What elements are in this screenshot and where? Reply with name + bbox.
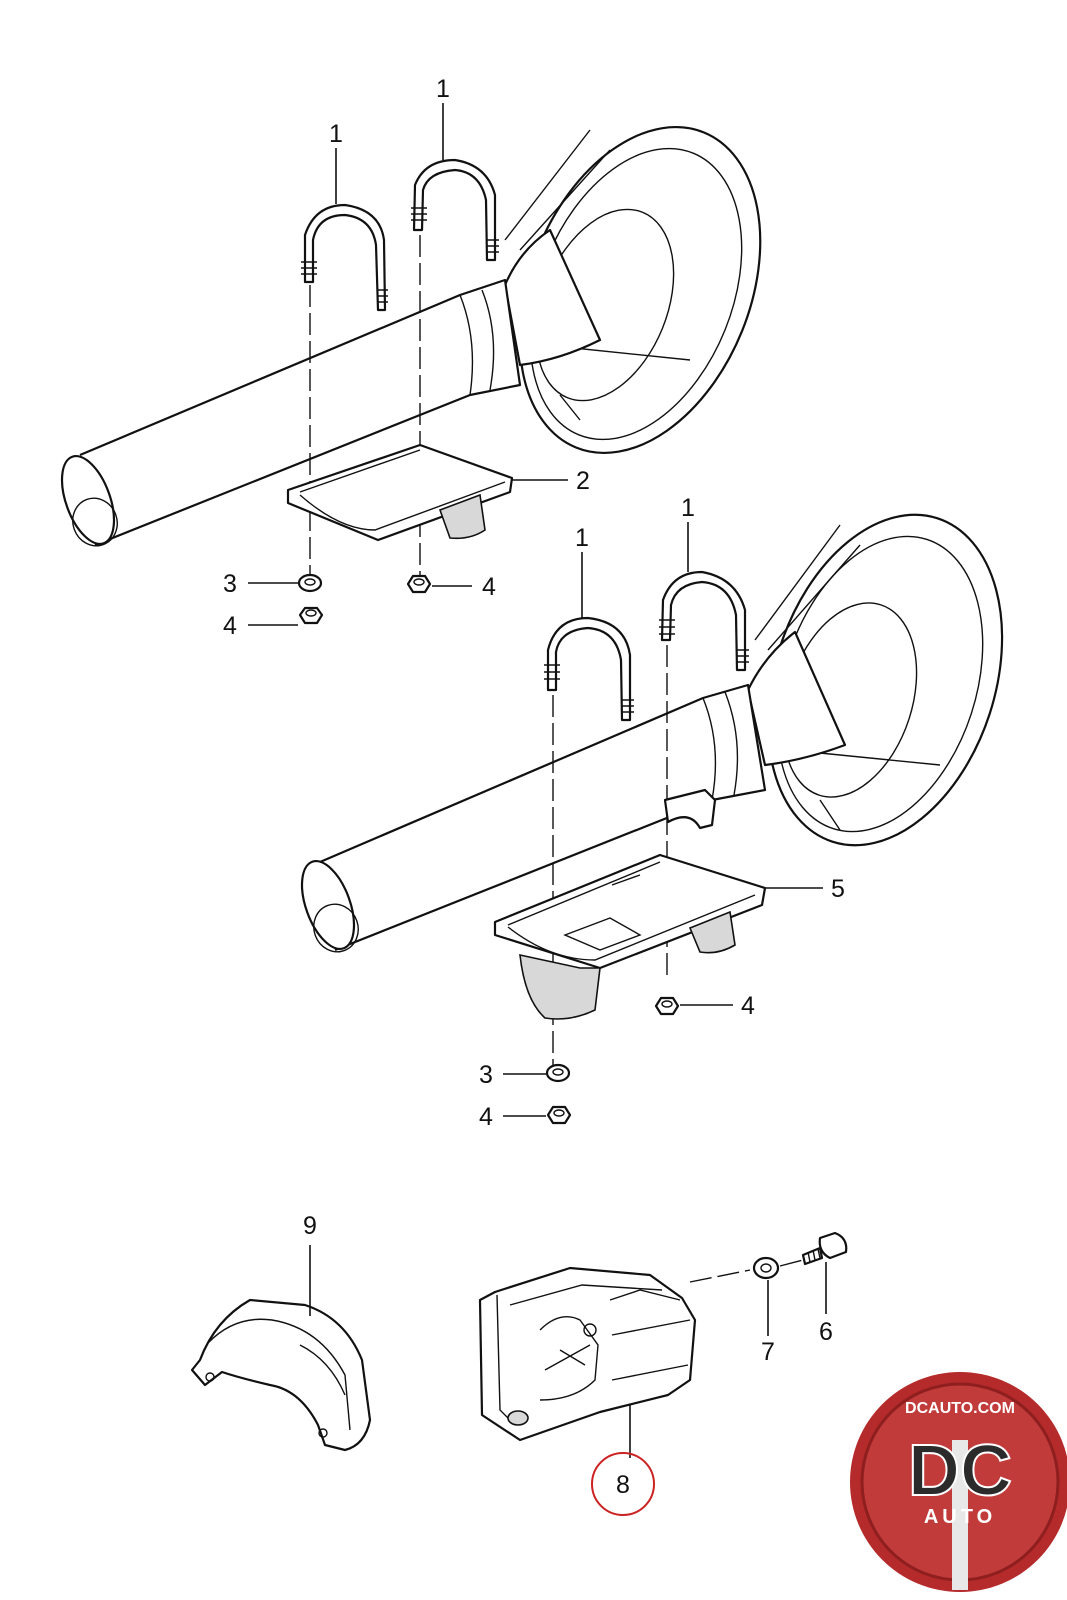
callout-c-bolt: 6 — [819, 1318, 833, 1346]
callout-a-ubolt-right: 1 — [436, 75, 450, 103]
callout-b-nut-right: 4 — [741, 992, 755, 1020]
nut-b-lower — [546, 1105, 572, 1125]
axle-tube-a — [60, 278, 522, 547]
nut-a-lower — [298, 606, 324, 625]
u-bolt-a-left — [301, 203, 388, 312]
mount-bracket-b — [493, 853, 767, 1020]
callout-c-washer: 7 — [761, 1338, 775, 1366]
mount-bracket-a — [286, 443, 514, 542]
callout-c-housing: 8 — [616, 1471, 630, 1499]
guide-line — [779, 1259, 804, 1267]
washer-a — [297, 573, 323, 593]
nut-a-right — [406, 574, 432, 594]
callout-a-bracket: 2 — [576, 467, 590, 495]
highlight-circle — [591, 1452, 655, 1516]
assembly-c: 9 8 7 6 — [190, 1212, 848, 1516]
logo-mark-text: DC — [908, 1431, 1012, 1511]
logo-site-text: DCAUTO.COM — [905, 1400, 1015, 1417]
callout-b-washer: 3 — [479, 1061, 493, 1089]
callout-b-nut-lower: 4 — [479, 1103, 493, 1131]
u-bolt-a-right — [411, 158, 499, 262]
callout-a-nut-lower: 4 — [223, 612, 237, 640]
guide-line — [689, 1269, 751, 1283]
axle-tube-b — [300, 683, 767, 953]
cover-cap-left — [190, 1298, 372, 1452]
logo-word-text: AUTO — [924, 1506, 996, 1528]
callout-c-cover: 9 — [303, 1212, 317, 1240]
callout-b-ubolt-right: 1 — [681, 494, 695, 522]
u-bolt-b-left — [544, 616, 634, 722]
washer-c — [752, 1256, 780, 1280]
assembly-a: 1 1 2 3 4 4 — [60, 75, 762, 640]
dcauto-logo: DCAUTO.COM DC AUTO — [850, 1372, 1067, 1592]
nut-b-right — [654, 996, 680, 1016]
callout-a-washer: 3 — [223, 570, 237, 598]
assembly-b: 1 1 5 4 3 4 — [300, 494, 1004, 1131]
axle-flange-a — [503, 125, 762, 455]
bolt-c — [801, 1231, 848, 1266]
callout-b-ubolt-left: 1 — [575, 524, 589, 552]
callout-a-nut-right: 4 — [482, 573, 496, 601]
callout-a-ubolt-left: 1 — [329, 120, 343, 148]
housing-bracket — [478, 1266, 697, 1442]
u-bolt-b-right — [659, 570, 749, 672]
shim-plate-b — [663, 788, 717, 830]
axle-flange-b — [746, 513, 1004, 847]
washer-b — [545, 1063, 571, 1083]
callout-b-bracket: 5 — [831, 875, 845, 903]
